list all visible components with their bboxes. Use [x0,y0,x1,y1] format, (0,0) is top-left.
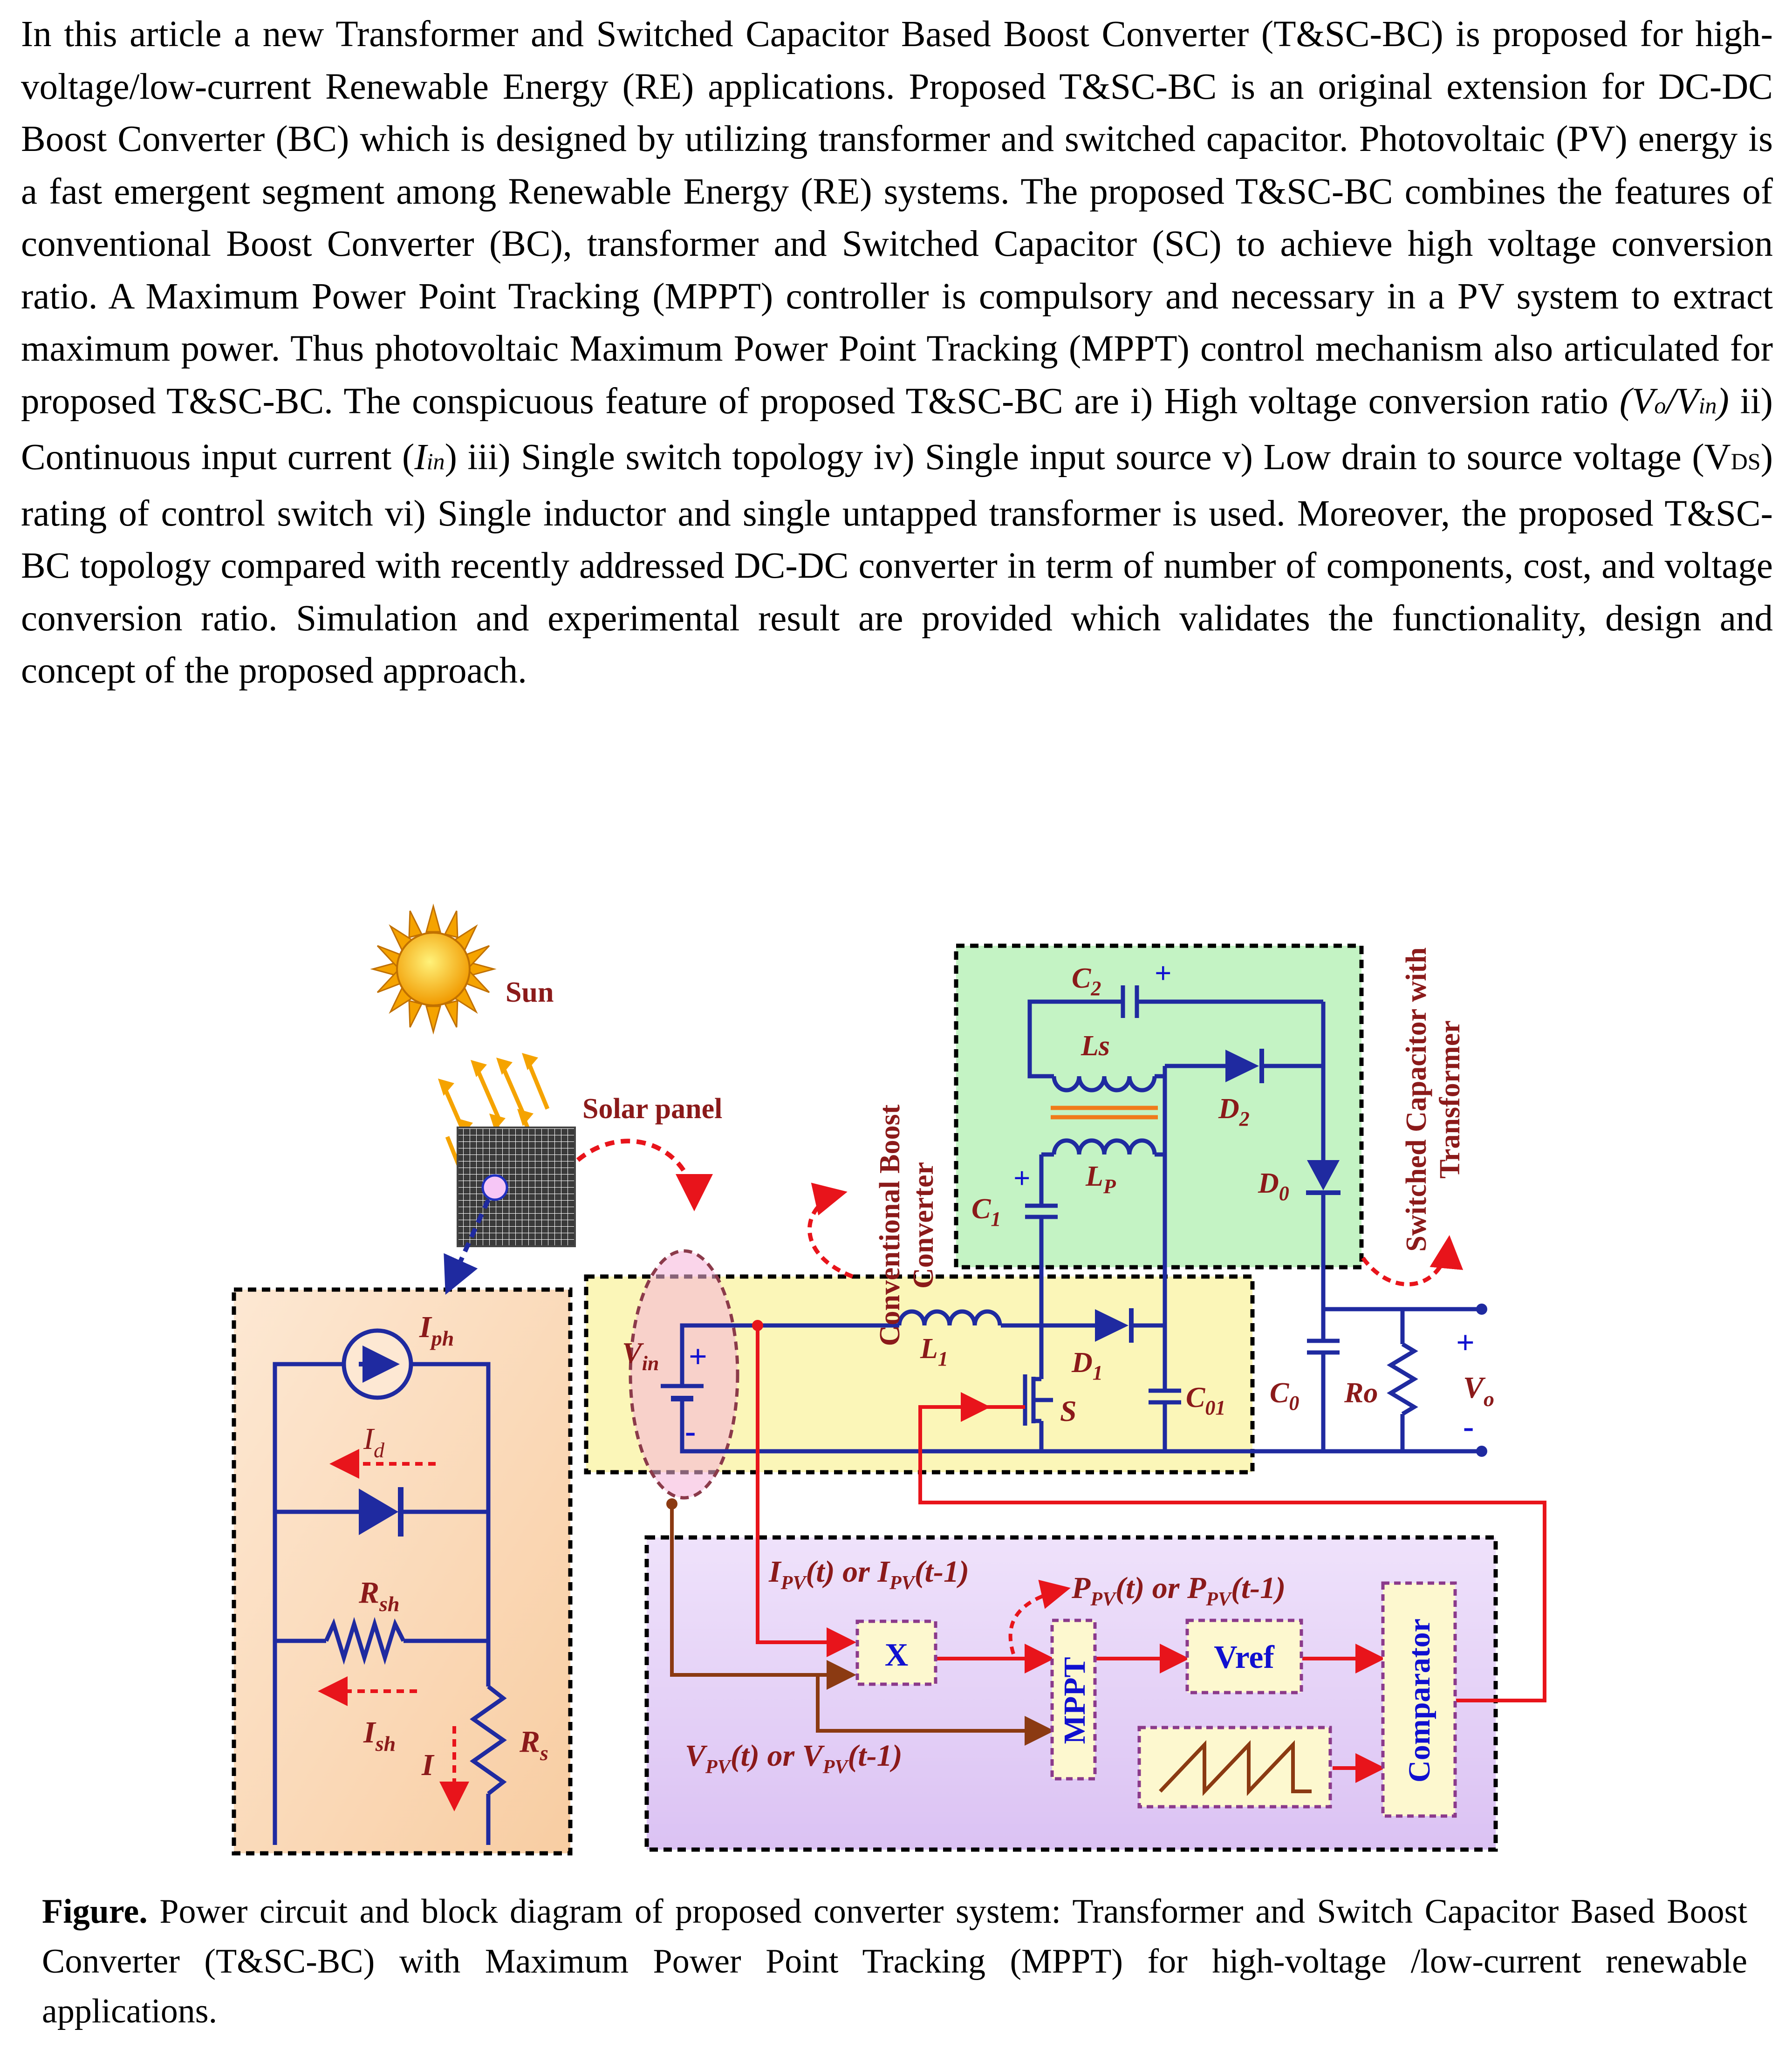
vds-subscript: DS [1730,448,1761,474]
ls-winding-icon [1052,1076,1157,1093]
vref-block [1185,1619,1303,1694]
abstract-part-2: ii) Continuous input current ( [21,381,1773,478]
ppv-pointer-arrow [1008,1579,1071,1655]
abstract-text: In this article a new Transformer and Sw… [21,8,1773,697]
sc-transformer-title: Switched Capacitor withTransformer [1401,947,1466,1251]
conventional-boost-title: Conventional BoostConverter [874,1104,939,1346]
pv-diode-icon [359,1487,404,1537]
c1-capacitor-icon [1025,1203,1058,1219]
c2-label: C2 [1072,963,1101,1000]
l1-label: L1 [920,1333,948,1370]
rsh-label: Rsh [358,1576,400,1616]
abstract-part-4: ) rating of control switch vi) Single in… [21,437,1773,691]
sawtooth-wave-icon [1159,1740,1312,1796]
s-label: S [1060,1394,1077,1427]
ish-label: Ish [363,1715,396,1755]
l1-inductor-icon [897,1309,1002,1326]
vo-plus-label: + [1456,1325,1475,1361]
vref-label: Vref [1214,1639,1274,1675]
transformer-core-icon [1051,1106,1158,1120]
iin-symbol: Iin [414,437,445,478]
solar-cell-marker [481,1174,508,1201]
ipv-label: IPV(t) or IPV(t-1) [768,1555,969,1594]
mosfet-switch-icon [1023,1374,1053,1426]
vpv-to-mppt-wire [816,1675,1054,1746]
vin-plus-label: + [689,1339,707,1375]
vin-label: Vin [622,1336,659,1375]
c1-plus-label: + [1013,1161,1030,1195]
comparator-label: Comparator [1402,1619,1436,1783]
vo-label: Vo [1463,1371,1494,1411]
vpv-label: VPV(t) or VPV(t-1) [685,1739,903,1778]
figure-caption: Figure. Power circuit and block diagram … [42,1887,1747,2036]
ppv-label: PPV(t) or PPV(t-1) [1071,1571,1286,1610]
gate-drive-wire [918,1392,1546,1702]
d2-diode-icon [1225,1049,1264,1083]
rs-label: Rs [519,1725,548,1765]
abstract-part-3: ) iii) Single switch topology iv) Single… [445,437,1731,478]
lp-label: LP [1085,1161,1116,1198]
co-capacitor-icon [1307,1339,1340,1355]
vo-minus-label: - [1463,1409,1474,1445]
c2-capacitor-icon [1121,985,1139,1018]
d2-label: D2 [1218,1093,1250,1130]
c01-capacitor-icon [1149,1388,1181,1405]
sc-box-pointer-arrow [1361,1235,1464,1287]
multiplier-label: X [885,1637,909,1673]
c1-label: C1 [971,1193,1001,1230]
vin-minus-label: - [685,1414,696,1449]
solar-panel-label: Solar panel [582,1093,722,1125]
sun-ray-heads-icon [438,1053,538,1135]
i-label: I [421,1748,435,1782]
lp-winding-icon [1052,1138,1157,1155]
id-label: Id [363,1422,385,1462]
d1-diode-icon [1095,1308,1134,1343]
ratio-symbol: (Vo/Vin) [1619,381,1729,422]
solar-panel-icon [457,1127,576,1247]
ls-label: Ls [1081,1030,1110,1062]
d0-label: D0 [1258,1168,1289,1205]
sun-icon [370,903,497,1035]
abstract-part-1: In this article a new Transformer and Sw… [21,14,1773,422]
mppt-label: MPPT [1058,1657,1092,1744]
mppt-block [1050,1619,1097,1781]
c01-label: C01 [1186,1382,1225,1419]
comparator-block [1381,1581,1457,1818]
iph-label: Iph [419,1310,454,1350]
multiplier-block [855,1619,937,1686]
power-circuit-wires [680,999,1482,1454]
co-label: C0 [1270,1377,1299,1414]
panel-to-vin-arrow [576,1139,713,1211]
pv-model-wires [273,1362,507,1845]
boost-box-pointer-arrow [807,1182,854,1279]
converter-system-figure: Sun Solar panel [232,903,1546,1856]
ro-label: Ro [1344,1377,1378,1409]
d0-diode-icon [1306,1160,1341,1195]
ipv-sense-wire [756,1325,856,1657]
vpv-sense-wire [670,1504,856,1690]
sun-label: Sun [506,977,554,1008]
sawtooth-block [1137,1726,1332,1809]
c2-plus-label: + [1155,956,1171,990]
sc-transformer-box [954,943,1364,1270]
panel-to-pv-model-arrow [444,1198,491,1295]
caption-label: Figure. [42,1892,148,1931]
d1-label: D1 [1071,1347,1103,1384]
caption-text: Power circuit and block diagram of propo… [42,1892,1747,2030]
